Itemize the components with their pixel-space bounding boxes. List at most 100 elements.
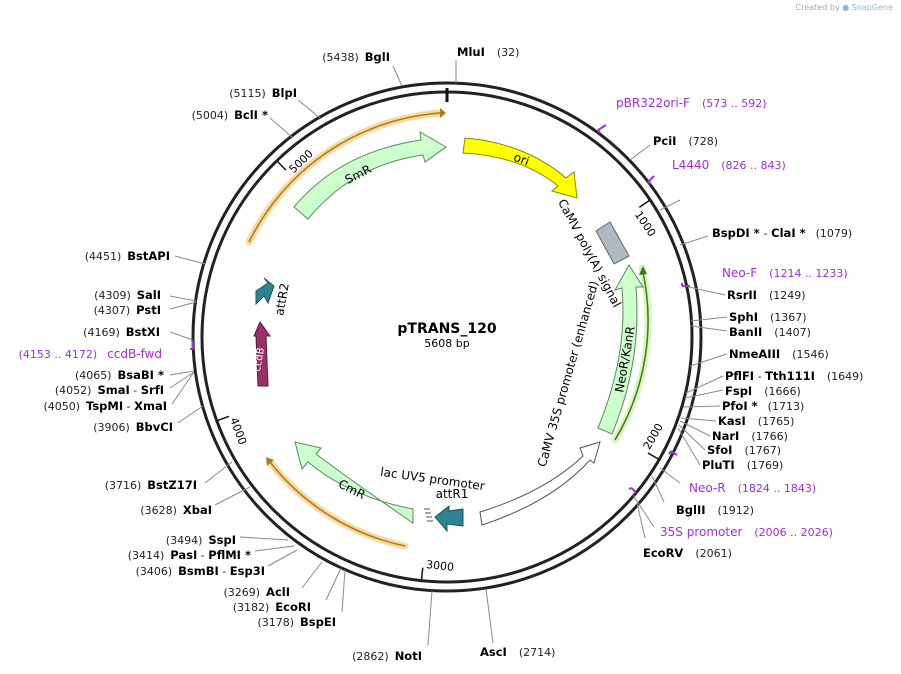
scale-tick xyxy=(420,567,424,581)
leader-fspi xyxy=(684,389,724,399)
primer-markers xyxy=(190,124,690,494)
attr1-arrow xyxy=(434,504,464,533)
smr-highlight-line xyxy=(248,112,441,243)
leader-asci xyxy=(485,588,494,644)
pbr322ori-f-marker xyxy=(597,124,607,134)
neor-highlight-line xyxy=(614,267,649,441)
polya-box xyxy=(595,221,630,265)
cmr-arrow xyxy=(294,441,414,524)
snapgene-credit: Created by ● SnapGene xyxy=(796,3,893,12)
feature-attr1: attR1 xyxy=(434,487,468,533)
leader-bsabi xyxy=(169,370,195,376)
l4440-marker xyxy=(647,175,655,185)
leader-l4440 xyxy=(659,199,681,211)
primer-pbr322ori-f: pBR322ori-F(573 .. 592) xyxy=(616,96,767,110)
site-acli: (3269)AclI xyxy=(223,585,290,599)
leader-35s xyxy=(632,494,655,528)
attr2-arrow xyxy=(255,277,275,306)
site-tspmi: (4050)TspMI - XmaI xyxy=(43,399,167,413)
feature-ccdb: ccdB xyxy=(252,320,271,387)
ccdb-arrow xyxy=(253,320,271,387)
leader-bgli xyxy=(392,65,403,87)
leader-acli xyxy=(301,561,323,589)
site-bgli: (5438)BglI xyxy=(322,50,390,64)
leader-sphi xyxy=(690,316,728,322)
site-kasi: KasI(1765) xyxy=(718,414,794,428)
leader-pflfi xyxy=(685,375,724,394)
primer-neo-r: Neo-R(1824 .. 1843) xyxy=(689,481,816,495)
plasmid-name: pTRANS_120 xyxy=(397,321,496,337)
scale-tick-label: 2000 xyxy=(641,421,666,452)
site-smai: (4052)SmaI - SrfI xyxy=(55,383,164,397)
camv35s-label: CaMV 35S promoter (enhanced) xyxy=(535,279,602,468)
leader-xbai xyxy=(214,486,251,506)
feature-lac-uv5: lac UV5 promoter xyxy=(379,465,486,522)
leader-bsmbi xyxy=(267,549,298,567)
site-pasi: (3414)PasI - PflMI * xyxy=(128,548,251,562)
credit-brand: SnapGene xyxy=(851,3,893,12)
site-mlui: MluI(32) xyxy=(457,45,519,59)
plasmid-length: 5608 bp xyxy=(424,337,469,350)
lac-uv5-hatch xyxy=(424,508,433,522)
primer-labels: pBR322ori-F(573 .. 592) L4440(826 .. 843… xyxy=(19,96,848,539)
neo-r-marker xyxy=(668,450,678,456)
site-bcli: (5004)BclI * xyxy=(192,108,268,122)
scale-tick-label: 4000 xyxy=(227,416,249,447)
35s-promoter-marker xyxy=(628,487,637,494)
leader-psti xyxy=(169,301,197,310)
leader-tspmi xyxy=(171,371,195,405)
feature-camv35s: CaMV 35S promoter (enhanced) xyxy=(479,279,602,526)
leader-sspi xyxy=(239,536,289,541)
leader-rsrii xyxy=(688,286,726,296)
label-leaders xyxy=(169,60,728,646)
site-xbai: (3628)XbaI xyxy=(140,503,212,517)
feature-ori: ori xyxy=(462,137,578,199)
site-blpi: (5115)BlpI xyxy=(229,86,297,100)
site-bsmbi: (3406)BsmBI - Esp3I xyxy=(136,564,265,578)
leader-pluti xyxy=(677,427,701,466)
scale-tick xyxy=(276,160,287,171)
leader-nmeaiii xyxy=(689,353,728,367)
site-pcii: PciI(728) xyxy=(653,134,718,148)
leader-kasi xyxy=(680,417,717,422)
backbone-outer-ring xyxy=(191,81,703,593)
leader-bstapi xyxy=(174,255,206,265)
site-sphi: SphI(1367) xyxy=(729,310,807,324)
leader-pcii xyxy=(629,144,651,161)
site-banii: BanII(1407) xyxy=(729,325,811,339)
site-ecorv: EcoRV(2061) xyxy=(643,546,732,560)
backbone xyxy=(191,81,703,593)
site-bsabi: (4065)BsaBI * xyxy=(75,368,164,382)
leader-noti xyxy=(427,590,433,646)
leader-ecori xyxy=(325,567,342,601)
site-pflfi: PflFI - Tth111I(1649) xyxy=(725,369,863,383)
scale-tick xyxy=(638,199,651,208)
site-noti: (2862)NotI xyxy=(352,649,422,663)
smr-highlight-head xyxy=(440,108,446,118)
leader-sfoi xyxy=(678,424,706,451)
cmr-highlight-head xyxy=(266,457,274,466)
site-fspi: FspI(1666) xyxy=(725,384,801,398)
leader-sali xyxy=(169,295,197,302)
leader-blpi xyxy=(297,99,321,119)
site-rsrii: RsrII(1249) xyxy=(727,288,806,302)
site-bbvci: (3906)BbvCI xyxy=(93,420,173,434)
leader-bspei xyxy=(341,569,346,613)
primer-35s-promoter: 35S promoter(2006 .. 2026) xyxy=(660,525,833,539)
leader-ecorv xyxy=(636,502,646,539)
leader-bstz17i xyxy=(204,461,233,484)
leader-banii xyxy=(690,325,728,332)
highlight-arcs xyxy=(245,108,652,550)
site-sfoi: SfoI(1767) xyxy=(707,443,781,457)
leader-nari xyxy=(679,420,711,437)
primer-neo-f: Neo-F(1214 .. 1233) xyxy=(722,266,848,280)
snapgene-logo-icon: ● xyxy=(842,3,850,12)
leader-pfoi xyxy=(682,405,721,408)
leader-smai xyxy=(169,371,195,389)
primer-ccdb-fwd: (4153 .. 4172)ccdB-fwd xyxy=(19,347,162,361)
scale-tick-label: 1000 xyxy=(632,209,658,239)
site-pluti: PluTI(1769) xyxy=(702,458,783,472)
site-bglii: BglII(1912) xyxy=(676,503,754,517)
ccdb-label: ccdB xyxy=(252,347,267,373)
site-labels: MluI(32) (5438)BglI (5115)BlpI (5004)Bcl… xyxy=(43,45,863,663)
